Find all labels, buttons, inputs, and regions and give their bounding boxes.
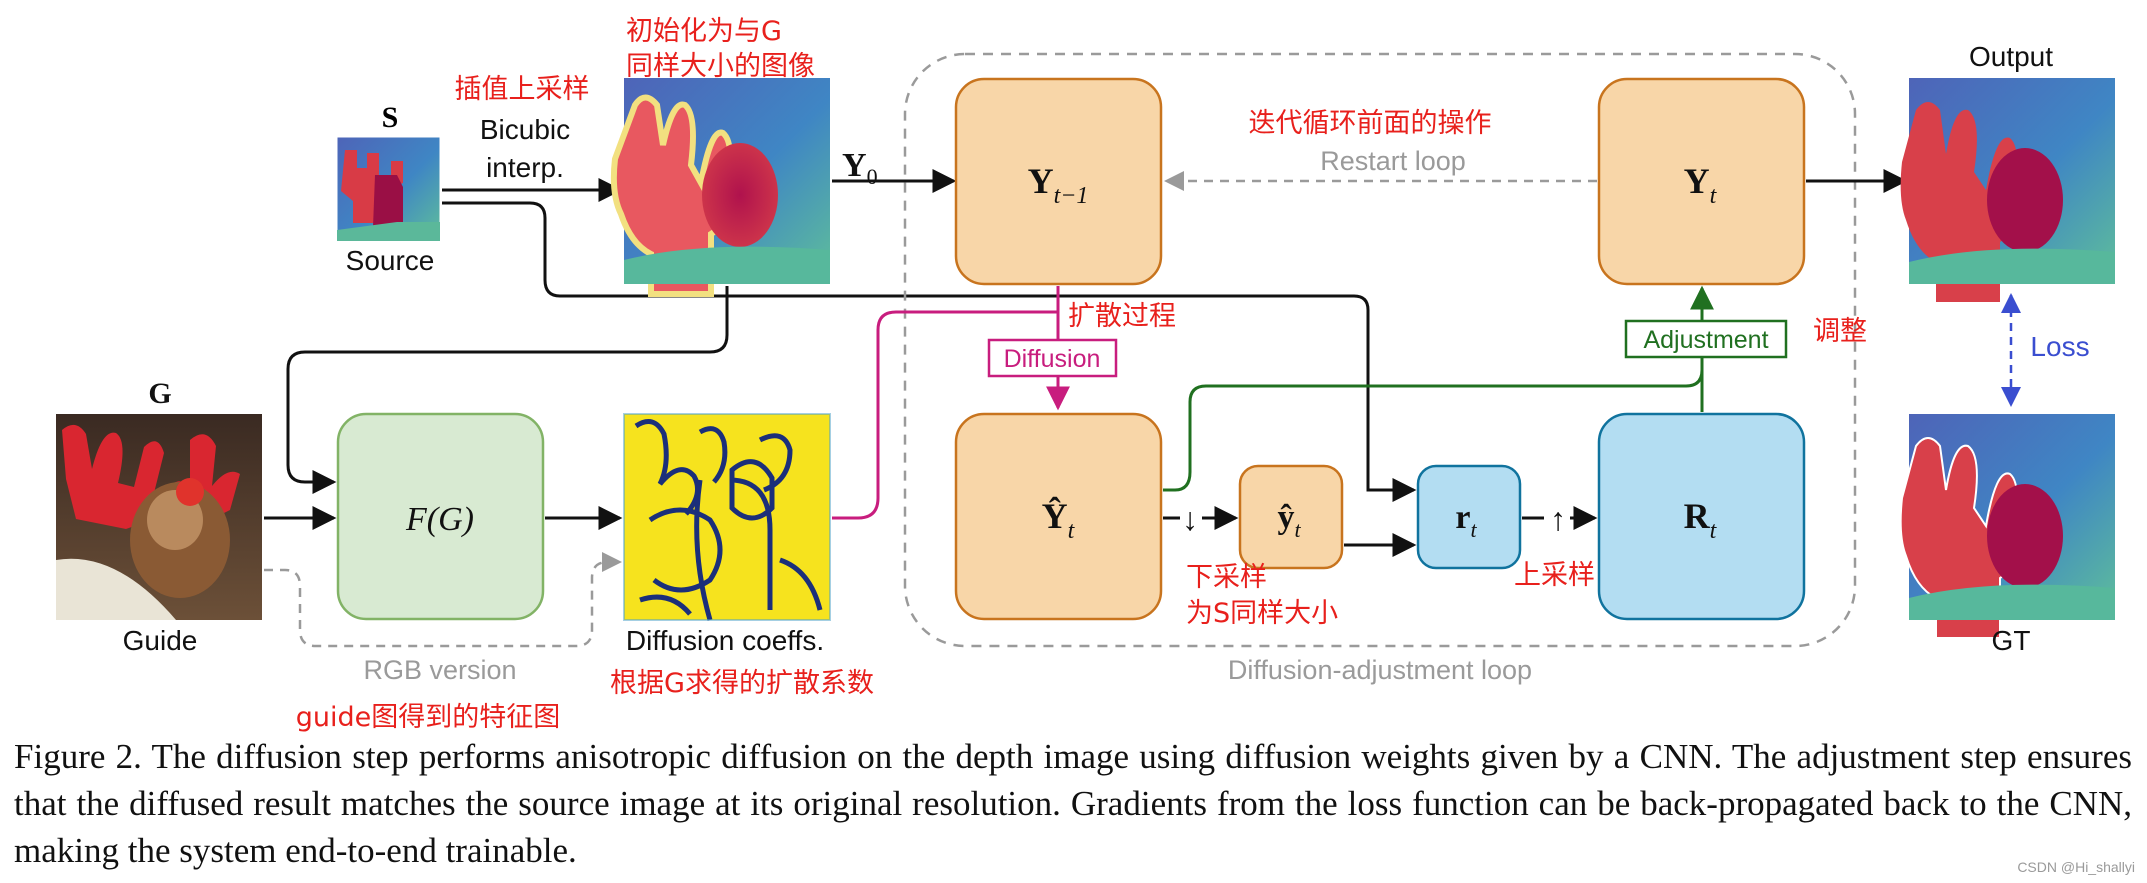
arrow-source-to-r-small [442, 201, 1417, 502]
bicubic-label-line1: Bicubic [480, 114, 570, 145]
watermark: CSDN @Hi_shallyi [2017, 859, 2135, 875]
diffusion-tag [987, 338, 1118, 378]
node-y-hat-t [954, 412, 1163, 621]
guide-photo-icon [56, 414, 262, 620]
loss-label: Loss [2030, 331, 2089, 362]
output-caption: Output [1969, 41, 2053, 72]
upsample-glyph: ↑ [1550, 501, 1566, 537]
adjustment-tag-label: Adjustment [1643, 326, 1768, 354]
arrow-coeffs-to-diffusion [832, 310, 1058, 520]
node-r-big [1597, 412, 1806, 621]
annotation-init-line1: 初始化为与G [626, 16, 782, 47]
node-f-g-label: F(G) [405, 501, 474, 538]
diffusion-tag-label: Diffusion [1004, 345, 1101, 373]
downsample-glyph: ↓ [1182, 501, 1198, 537]
node-y-t [1597, 77, 1806, 286]
restart-loop-label: Restart loop [1320, 146, 1466, 176]
source-thumbnail-icon [336, 136, 441, 242]
node-y-prev [954, 77, 1163, 286]
diffusion-coeffs-icon [623, 413, 831, 621]
annotation-upsample: 插值上采样 [455, 74, 590, 105]
annotation-adjust: 调整 [1813, 316, 1867, 347]
gt-depth-icon [1899, 414, 2115, 639]
node-r-big-label: Rt [1684, 496, 1718, 544]
annotation-feature: guide图得到的特征图 [296, 702, 561, 733]
annotation-iterate: 迭代循环前面的操作 [1249, 108, 1492, 139]
diffusion-adjustment-loop-frame [903, 52, 1857, 648]
y0-label: Y0 [842, 147, 878, 189]
bicubic-label-line2: interp. [486, 152, 564, 183]
loop-caption: Diffusion-adjustment loop [1228, 655, 1532, 685]
annotation-downsample-line2: 为S同样大小 [1186, 598, 1338, 629]
node-y-t-label: Yt [1684, 161, 1718, 209]
node-r-small [1416, 464, 1522, 570]
adjustment-tag [1624, 319, 1788, 359]
guide-caption: Guide [123, 625, 198, 656]
annotation-coeffs: 根据G求得的扩散系数 [610, 668, 874, 699]
arrow-y-hat-to-adjustment [1163, 369, 1704, 492]
annotation-init-line2: 同样大小的图像 [626, 51, 815, 82]
arrow-rgb-version [264, 552, 622, 648]
rgb-version-label: RGB version [363, 655, 516, 685]
gt-caption: GT [1992, 625, 2031, 656]
annotation-diffusion-process: 扩散过程 [1068, 301, 1176, 332]
source-symbol: S [382, 101, 399, 134]
figure-caption: Figure 2. The diffusion step performs an… [14, 737, 2132, 870]
output-depth-icon [1900, 78, 2115, 302]
arrow-upsampled-to-fg [286, 286, 729, 494]
node-f-g [336, 412, 545, 621]
node-y-small-label: ŷt [1277, 499, 1301, 542]
node-y-hat-t-label: Ŷt [1042, 496, 1076, 544]
upsampled-depth-icon [610, 78, 830, 297]
annotation-upsample2: 上采样 [1514, 560, 1595, 591]
node-r-small-label: rt [1455, 499, 1477, 542]
source-caption: Source [346, 245, 435, 276]
node-y-prev-label: Yt−1 [1028, 161, 1089, 209]
node-y-small [1238, 464, 1344, 570]
guide-symbol: G [148, 377, 171, 410]
annotation-downsample-line1: 下采样 [1186, 562, 1267, 593]
coeffs-caption: Diffusion coeffs. [626, 625, 824, 656]
